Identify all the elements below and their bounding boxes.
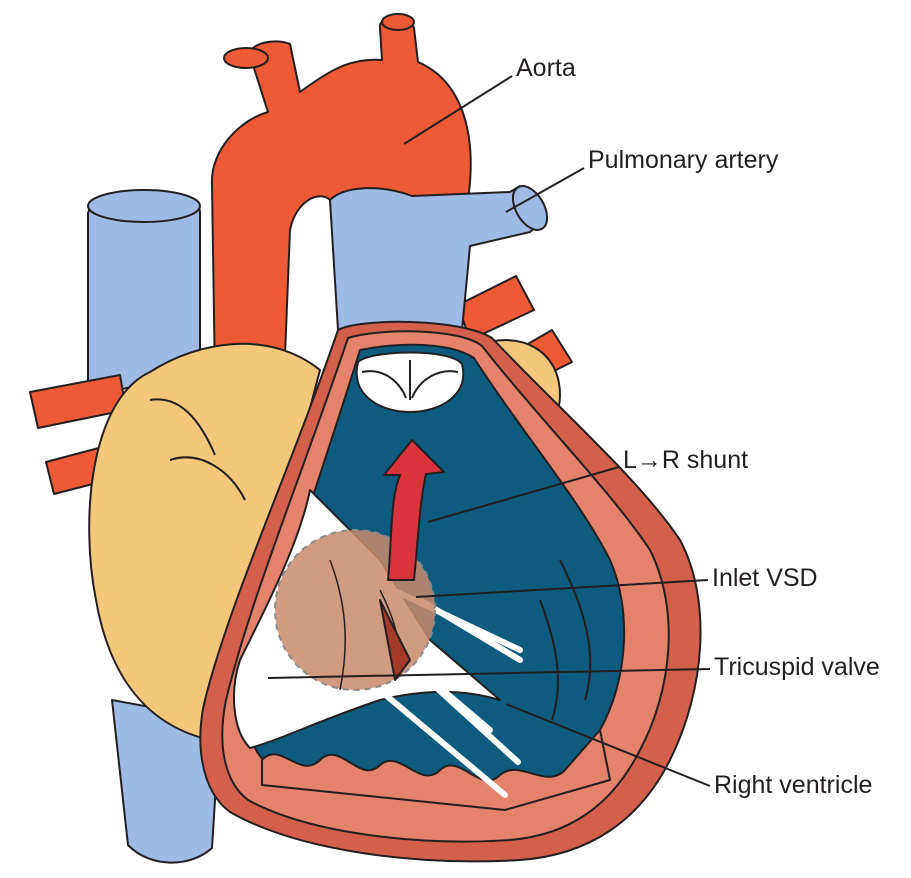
vena-cava	[87, 189, 221, 864]
pulmonary-artery	[329, 185, 543, 331]
trabeculations	[261, 729, 611, 811]
label-aorta: Aorta	[516, 54, 576, 82]
label-shunt: L→R shunt	[623, 446, 749, 474]
pulmonary-valve	[355, 351, 465, 413]
shunt-arrow	[383, 439, 445, 581]
label-tricuspid-valve: Tricuspid valve	[714, 653, 880, 681]
leader-lines	[267, 75, 711, 787]
label-right-ventricle: Right ventricle	[714, 771, 873, 799]
label-inlet-vsd: Inlet VSD	[712, 564, 818, 592]
label-pulmonary-artery: Pulmonary artery	[588, 146, 779, 174]
right-atrium	[88, 342, 321, 743]
